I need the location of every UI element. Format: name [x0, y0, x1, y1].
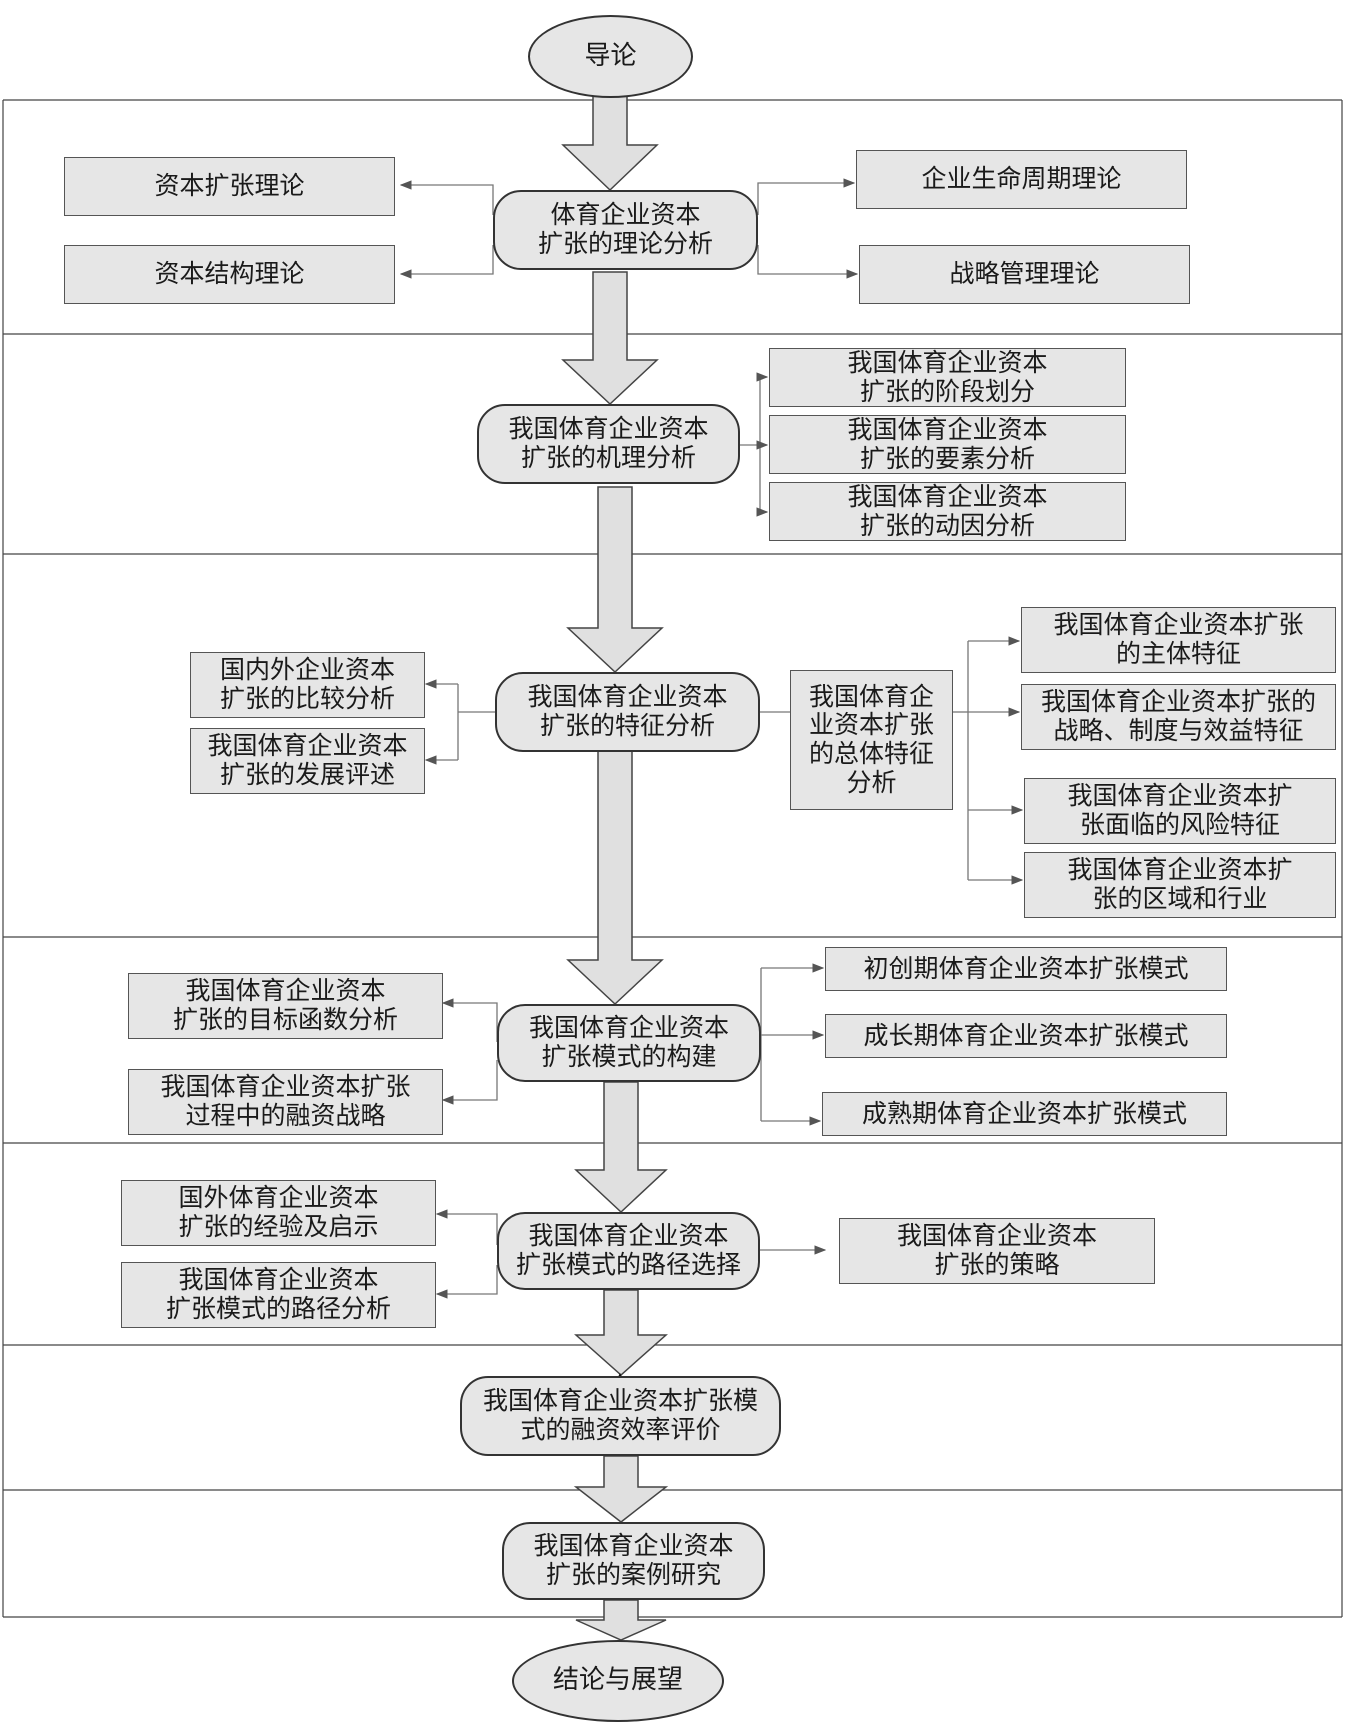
- block-arrow: [575, 1599, 667, 1641]
- section-bands: [2, 99, 1343, 1618]
- block-arrow: [561, 271, 659, 406]
- stage5-left-2: 我国体育企业资本 扩张模式的路径分析: [121, 1262, 436, 1328]
- stage7-center: 我国体育企业资本 扩张的案例研究: [502, 1522, 765, 1600]
- end-label: 结论与展望: [552, 1665, 683, 1696]
- block-arrow: [561, 94, 659, 192]
- block-arrow: [574, 1081, 668, 1214]
- stage3-right-3: 我国体育企业资本扩 张面临的风险特征: [1024, 778, 1336, 844]
- stage1-right-2: 战略管理理论: [859, 245, 1190, 304]
- stage6-center: 我国体育企业资本扩张模 式的融资效率评价: [460, 1376, 781, 1456]
- end-oval: 结论与展望: [512, 1640, 724, 1722]
- stage3-middle: 我国体育企 业资本扩张 的总体特征 分析: [790, 670, 953, 810]
- stage5-right-1: 我国体育企业资本 扩张的策略: [839, 1218, 1155, 1284]
- start-label: 导论: [584, 40, 637, 71]
- stage5-center: 我国体育企业资本 扩张模式的路径选择: [497, 1212, 760, 1290]
- connector-arrows: [399, 178, 1024, 1299]
- stage2-right-1: 我国体育企业资本 扩张的阶段划分: [769, 348, 1126, 407]
- stage5-left-1: 国外体育企业资本 扩张的经验及启示: [121, 1180, 436, 1246]
- stage3-right-4: 我国体育企业资本扩 张的区域和行业: [1024, 852, 1336, 918]
- stage3-right-2: 我国体育企业资本扩张的 战略、制度与效益特征: [1021, 684, 1336, 750]
- stage1-left-2: 资本结构理论: [64, 245, 395, 304]
- stage2-center: 我国体育企业资本 扩张的机理分析: [477, 404, 740, 484]
- main-flow-arrows: [561, 94, 669, 1641]
- block-arrow: [574, 1289, 668, 1377]
- stage4-left-1: 我国体育企业资本 扩张的目标函数分析: [128, 973, 443, 1039]
- stage3-center: 我国体育企业资本 扩张的特征分析: [495, 672, 760, 752]
- block-arrow: [566, 486, 664, 674]
- stage1-center: 体育企业资本 扩张的理论分析: [493, 190, 758, 270]
- stage3-left-2: 我国体育企业资本 扩张的发展评述: [190, 728, 425, 794]
- block-arrow: [573, 1455, 669, 1523]
- stage3-right-1: 我国体育企业资本扩张 的主体特征: [1021, 607, 1336, 673]
- stage3-left-1: 国内外企业资本 扩张的比较分析: [190, 652, 425, 718]
- stage4-right-1: 初创期体育企业资本扩张模式: [825, 947, 1227, 991]
- stage2-right-2: 我国体育企业资本 扩张的要素分析: [769, 415, 1126, 474]
- stage4-right-3: 成熟期体育企业资本扩张模式: [822, 1092, 1227, 1136]
- stage4-right-2: 成长期体育企业资本扩张模式: [825, 1014, 1227, 1058]
- block-arrow: [566, 749, 664, 1006]
- stage4-center: 我国体育企业资本 扩张模式的构建: [497, 1004, 761, 1082]
- stage1-left-1: 资本扩张理论: [64, 157, 395, 216]
- start-oval: 导论: [528, 15, 693, 98]
- stage1-right-1: 企业生命周期理论: [856, 150, 1187, 209]
- stage2-right-3: 我国体育企业资本 扩张的动因分析: [769, 482, 1126, 541]
- stage4-left-2: 我国体育企业资本扩张 过程中的融资战略: [128, 1069, 443, 1135]
